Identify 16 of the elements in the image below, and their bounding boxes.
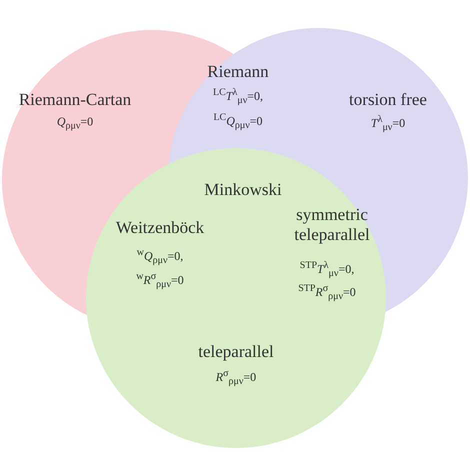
equation: $^{STP}$T$^{λ}$$_{μν}$=0, (300, 258, 354, 282)
equation: $^{w}$Q$_{ρμν}$=0, (136, 246, 184, 268)
equation: $^{LC}$Q$_{ρμν}$=0 (213, 110, 263, 134)
equation: $^{w}$R$^{σ}$$_{ρμν}$=0 (136, 270, 184, 292)
region-title: Riemann (207, 62, 269, 82)
equation: $^{LC}$T$^{λ}$$_{μν}$=0, (213, 86, 263, 108)
equation: T$^{λ}$$_{μν}$=0 (370, 112, 406, 136)
region-title: symmetric teleparallel (293, 205, 371, 245)
region-title: teleparallel (198, 342, 274, 362)
equation: Q$_{ρμν}$=0 (56, 114, 94, 134)
equation: $^{STP}$R$^{σ}$$_{ρμν}$=0 (298, 282, 356, 304)
equation: R$^{σ}$$_{ρμν}$=0 (216, 366, 256, 390)
region-title: Weitzenböck (116, 218, 204, 238)
region-title: Riemann-Cartan (18, 90, 132, 110)
region-title: torsion free (349, 90, 427, 110)
region-title: Minkowski (204, 180, 282, 200)
